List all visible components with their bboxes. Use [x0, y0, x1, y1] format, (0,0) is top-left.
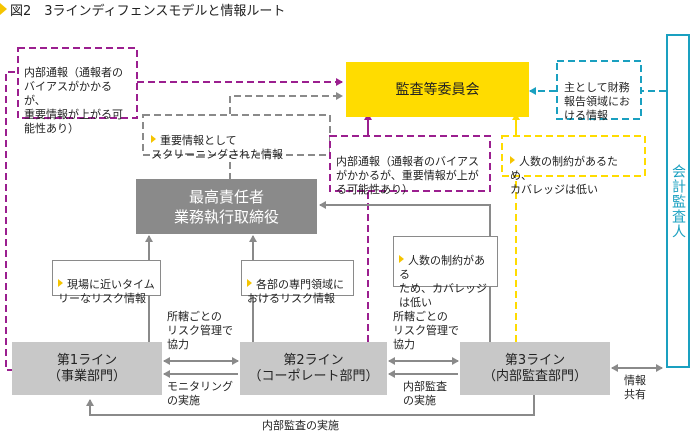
coop-label-12: 所轄ごとの リスク管理で 協力 — [167, 310, 233, 351]
coverage-note-text: 人数の制約があるため、 カバレッジは低い — [510, 155, 618, 196]
audit-label-23: 内部監査 の実施 — [403, 380, 447, 407]
coop-label-23: 所轄ごとの リスク管理で 協力 — [393, 310, 459, 351]
title-marker-icon — [0, 3, 7, 15]
whistle-note-mid: 内部通報（通報者のバイアス がかかるが、重要情報が上が る可能性あり） — [332, 138, 488, 196]
audit-committee-box: 監査等委員会 — [346, 62, 529, 117]
financial-note-text: 主として財務 報告領域にお ける情報 — [564, 81, 630, 122]
bullet-icon — [151, 135, 156, 143]
line3-box: 第3ライン （内部監査部門） — [460, 342, 610, 395]
line3-to-ceo — [319, 201, 491, 342]
coverage-note: 人数の制約があるため、 カバレッジは低い — [504, 138, 643, 196]
line3-info-note: 人数の制約がある ため、カバレッジ は低い — [393, 236, 498, 309]
line2-info-note: 各部の専門領域に おけるリスク情報 — [241, 260, 354, 305]
line1-box: 第1ライン （事業部門） — [12, 342, 162, 395]
figure-title-text: 図2 3ラインディフェンスモデルと情報ルート — [10, 3, 286, 19]
bullet-icon — [399, 255, 404, 263]
screened-note: 重要情報として スクリーニングされた情報 — [145, 117, 328, 161]
figure-title: 図2 3ラインディフェンスモデルと情報ルート — [0, 0, 286, 19]
audit-label-31: 内部監査の実施 — [262, 419, 339, 432]
line2-box: 第2ライン （コーポレート部門） — [240, 342, 387, 395]
financial-note: 主として財務 報告領域にお ける情報 — [559, 63, 639, 122]
line3-info-text: 人数の制約がある ため、カバレッジ は低い — [399, 254, 487, 309]
line3-label: 第3ライン （内部監査部門） — [482, 352, 587, 384]
audit-committee-label: 監査等委員会 — [395, 81, 480, 98]
ceo-box: 最高責任者 業務執行取締役 — [136, 179, 317, 234]
whistle-note-left: 内部通報（通報者の バイアスがかかるが、 重要情報が上がる可 能性あり） — [20, 50, 136, 135]
monitor-label-12: モニタリング の実施 — [167, 380, 233, 407]
line2-info-text: 各部の専門領域に おけるリスク情報 — [247, 278, 344, 305]
external-auditor-label: 会計監査人 — [670, 163, 686, 239]
whistle-route-left — [5, 71, 18, 371]
bullet-icon — [247, 279, 252, 287]
line1-label: 第1ライン （事業部門） — [47, 352, 126, 384]
ceo-label: 最高責任者 業務執行取締役 — [173, 187, 279, 226]
bullet-icon — [58, 279, 63, 287]
line2-label: 第2ライン （コーポレート部門） — [248, 352, 379, 384]
external-auditor-box: 会計監査人 — [666, 34, 690, 368]
bullet-icon — [510, 156, 515, 164]
whistle-note-mid-text: 内部通報（通報者のバイアス がかかるが、重要情報が上が る可能性あり） — [336, 155, 479, 196]
audit-route-31 — [86, 394, 535, 416]
line1-info-note: 現場に近いタイム リーなリスク情報 — [52, 260, 161, 305]
whistle-note-left-text: 内部通報（通報者の バイアスがかかるが、 重要情報が上がる可 能性あり） — [24, 66, 123, 135]
screened-note-text: 重要情報として スクリーニングされた情報 — [151, 134, 283, 161]
info-share-label: 情報 共有 — [624, 374, 646, 401]
line1-info-text: 現場に近いタイム リーなリスク情報 — [58, 278, 155, 305]
